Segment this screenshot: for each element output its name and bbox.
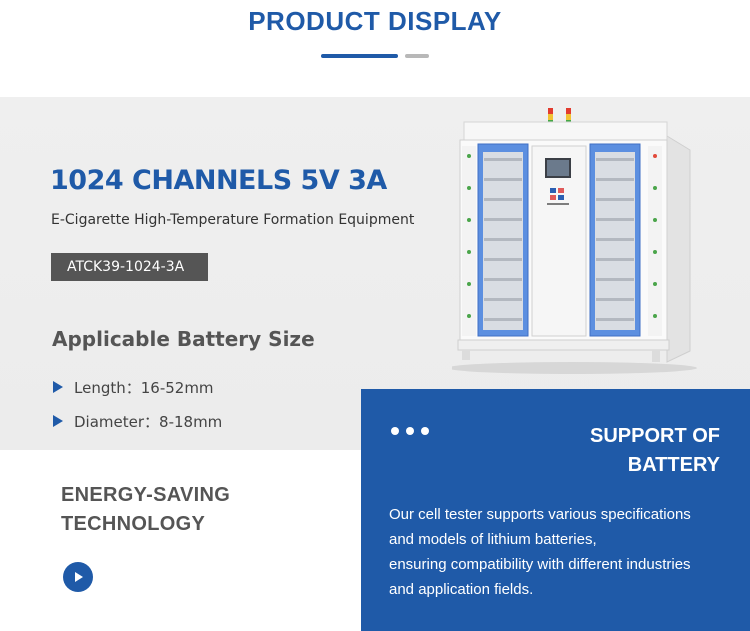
title-underline-secondary — [405, 54, 429, 58]
spec-diameter-label: Diameter：8-18mm — [74, 412, 223, 431]
support-card-title: SUPPORT OF BATTERY — [590, 422, 720, 480]
energy-saving-heading: ENERGY-SAVING TECHNOLOGY — [61, 481, 230, 539]
spec-length: Length：16-52mm — [53, 376, 214, 398]
product-title: 1024 CHANNELS 5V 3A — [50, 165, 387, 196]
support-card-body-line: ensuring compatibility with different in… — [389, 556, 691, 573]
page-title: PRODUCT DISPLAY — [248, 6, 502, 36]
energy-heading-line1: ENERGY-SAVING — [61, 484, 231, 506]
bullet-triangle-icon — [53, 415, 63, 427]
support-battery-card: SUPPORT OF BATTERY Our cell tester suppo… — [361, 389, 750, 631]
model-badge: ATCK39-1024-3A — [51, 253, 208, 281]
energy-heading-line2: TECHNOLOGY — [61, 513, 206, 535]
battery-size-heading: Applicable Battery Size — [52, 327, 315, 351]
product-subtitle: E-Cigarette High-Temperature Formation E… — [51, 212, 415, 228]
support-card-body: Our cell tester supports various specifi… — [389, 502, 691, 602]
spec-diameter: Diameter：8-18mm — [53, 410, 222, 432]
support-card-title-line2: BATTERY — [627, 454, 720, 476]
dots-icon — [391, 427, 429, 435]
support-card-body-line: Our cell tester supports various specifi… — [389, 506, 691, 523]
header: PRODUCT DISPLAY — [0, 0, 750, 97]
formation-equipment-image — [452, 108, 697, 374]
bullet-triangle-icon — [53, 381, 63, 393]
spec-length-label: Length：16-52mm — [74, 378, 214, 397]
support-card-body-line: and models of lithium batteries, — [389, 531, 597, 548]
title-underline-accent — [321, 54, 398, 58]
play-button[interactable] — [63, 562, 93, 592]
support-card-body-line: and application fields. — [389, 581, 534, 598]
support-card-title-line1: SUPPORT OF — [589, 425, 720, 447]
play-icon — [75, 572, 83, 582]
